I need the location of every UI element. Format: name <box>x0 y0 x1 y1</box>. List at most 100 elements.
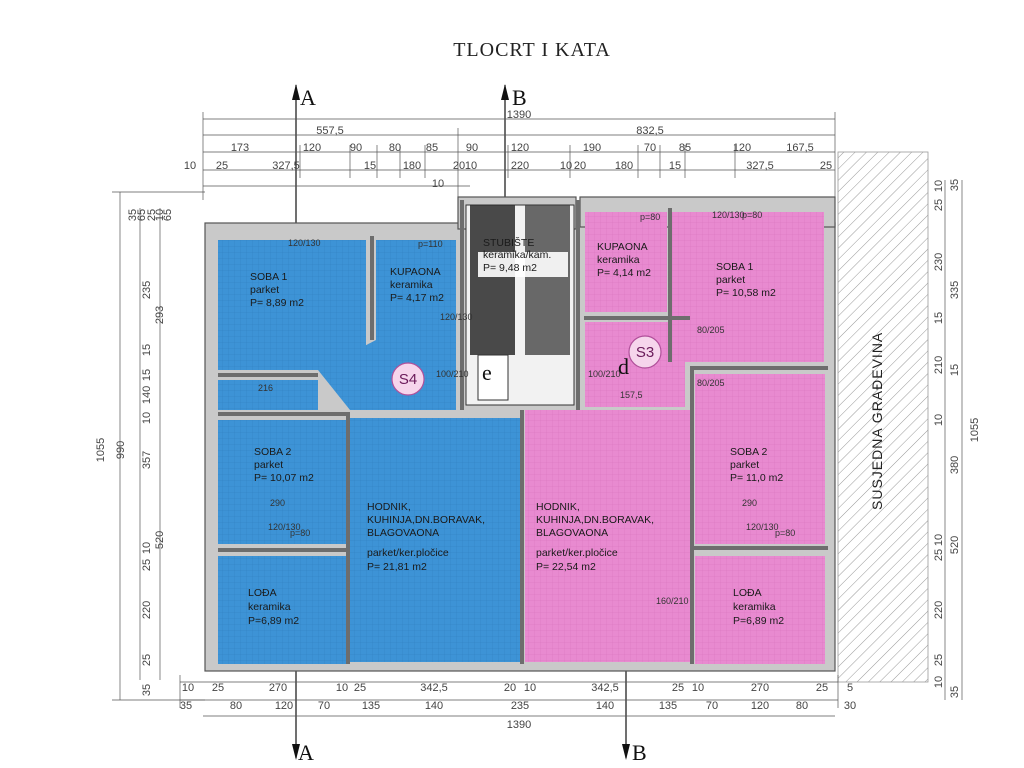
right-dimension-labels: 35 10 25 230 335 15 210 15 10 380 1055 1… <box>933 179 981 698</box>
svg-text:35: 35 <box>141 684 153 696</box>
svg-text:25: 25 <box>672 682 684 694</box>
svg-text:342,5: 342,5 <box>591 682 619 694</box>
svg-text:35: 35 <box>180 700 192 712</box>
svg-text:p=80: p=80 <box>290 528 310 538</box>
room-kupaona-right <box>585 212 667 312</box>
unit-badge-s4: S4 <box>391 362 425 396</box>
svg-text:p=80: p=80 <box>742 210 762 220</box>
svg-text:90: 90 <box>466 142 478 154</box>
svg-text:20: 20 <box>453 160 465 172</box>
svg-text:keramika: keramika <box>733 601 776 613</box>
door-window-annotations: 216 290 290 157,5 p=80 p=80 p=80 p=80 p=… <box>258 210 795 606</box>
svg-text:25: 25 <box>212 682 224 694</box>
svg-text:10: 10 <box>560 160 572 172</box>
room-label-soba1-left: SOBA 1 parket P= 8,89 m2 <box>250 271 304 309</box>
svg-text:832,5: 832,5 <box>636 125 664 137</box>
svg-text:B: B <box>632 740 647 765</box>
svg-text:A: A <box>298 740 314 765</box>
svg-text:520: 520 <box>949 536 961 554</box>
svg-text:P=6,89 m2: P=6,89 m2 <box>733 615 784 627</box>
svg-text:335: 335 <box>949 281 961 299</box>
svg-text:P= 4,14 m2: P= 4,14 m2 <box>597 267 651 279</box>
svg-text:SOBA 1: SOBA 1 <box>250 271 288 283</box>
room-label-soba2-left: SOBA 2 parket P= 10,07 m2 <box>254 446 314 484</box>
marker-d: d <box>618 354 629 379</box>
room-soba1-left <box>218 240 366 370</box>
svg-text:380: 380 <box>949 456 961 474</box>
svg-text:SOBA 1: SOBA 1 <box>716 261 754 273</box>
svg-text:HODNIK,: HODNIK, <box>536 501 580 513</box>
svg-text:A: A <box>300 85 316 110</box>
room-loggia-right <box>695 556 825 664</box>
svg-text:P= 21,81 m2: P= 21,81 m2 <box>367 561 427 573</box>
svg-text:15: 15 <box>141 369 153 381</box>
svg-text:10: 10 <box>933 414 945 426</box>
svg-text:25: 25 <box>216 160 228 172</box>
svg-text:100/210: 100/210 <box>436 369 469 379</box>
svg-text:100/210: 100/210 <box>588 369 621 379</box>
svg-text:15: 15 <box>141 344 153 356</box>
svg-text:25: 25 <box>141 559 153 571</box>
room-label-living-left: HODNIK, KUHINJA,DN.BORAVAK, BLAGOVAONA p… <box>367 501 485 573</box>
svg-text:BLAGOVAONA: BLAGOVAONA <box>536 527 608 539</box>
interior-walls <box>218 200 828 664</box>
svg-text:120: 120 <box>511 142 529 154</box>
svg-text:220: 220 <box>511 160 529 172</box>
room-label-soba2-right: SOBA 2 parket P= 11,0 m2 <box>730 446 783 484</box>
svg-text:80: 80 <box>796 700 808 712</box>
section-a-top: A <box>292 84 316 230</box>
svg-text:15: 15 <box>949 364 961 376</box>
plan-title: TLOCRT I KATA <box>453 39 611 61</box>
svg-text:P= 11,0 m2: P= 11,0 m2 <box>730 472 783 484</box>
svg-text:25: 25 <box>141 654 153 666</box>
svg-text:keramika: keramika <box>597 254 640 266</box>
svg-text:210: 210 <box>933 356 945 374</box>
svg-text:80/205: 80/205 <box>697 378 725 388</box>
svg-text:357: 357 <box>141 451 153 469</box>
svg-text:216: 216 <box>258 383 273 393</box>
svg-text:P= 10,07 m2: P= 10,07 m2 <box>254 472 314 484</box>
svg-text:25: 25 <box>933 654 945 666</box>
unit-s4 <box>218 240 520 664</box>
room-hall-left-connector <box>218 380 318 410</box>
marker-e: e <box>482 360 492 385</box>
svg-text:keramika: keramika <box>248 601 291 613</box>
svg-text:270: 270 <box>751 682 769 694</box>
svg-text:KUHINJA,DN.BORAVAK,: KUHINJA,DN.BORAVAK, <box>536 514 654 526</box>
svg-text:120/130: 120/130 <box>268 522 301 532</box>
room-label-loggia-right: LOĐA keramika P=6,89 m2 <box>733 587 784 627</box>
svg-text:parket/ker.pločice: parket/ker.pločice <box>536 547 618 559</box>
left-dimension-labels: 35 65 25 10 65 235 293 15 15 140 10 357 … <box>95 209 174 696</box>
svg-text:10: 10 <box>524 682 536 694</box>
svg-text:S4: S4 <box>399 371 417 388</box>
room-label-kupaona-left: KUPAONA keramika P= 4,17 m2 <box>390 266 444 304</box>
svg-text:120/130: 120/130 <box>746 522 779 532</box>
unit-s3 <box>525 212 825 664</box>
svg-text:keramika/kam.: keramika/kam. <box>483 249 551 261</box>
svg-text:70: 70 <box>644 142 656 154</box>
room-label-soba1-right: SOBA 1 parket P= 10,58 m2 <box>716 261 776 299</box>
svg-text:70: 70 <box>318 700 330 712</box>
svg-text:SOBA 2: SOBA 2 <box>730 446 768 458</box>
svg-text:parket: parket <box>254 459 283 471</box>
svg-text:270: 270 <box>269 682 287 694</box>
room-soba1-right <box>672 212 824 362</box>
svg-text:235: 235 <box>511 700 529 712</box>
svg-text:120/130: 120/130 <box>440 312 473 322</box>
svg-text:STUBIŠTE: STUBIŠTE <box>483 236 534 249</box>
svg-text:B: B <box>512 85 527 110</box>
svg-text:235: 235 <box>141 281 153 299</box>
svg-text:S3: S3 <box>636 344 654 361</box>
svg-text:15: 15 <box>364 160 376 172</box>
svg-text:10: 10 <box>933 534 945 546</box>
svg-text:p=110: p=110 <box>418 239 443 249</box>
svg-text:327,5: 327,5 <box>272 160 300 172</box>
room-label-loggia-left: LOĐA keramika P=6,89 m2 <box>248 587 299 627</box>
neighbor-building <box>837 151 929 683</box>
svg-text:KUPAONA: KUPAONA <box>597 241 648 253</box>
svg-text:25: 25 <box>146 209 158 221</box>
svg-text:10: 10 <box>336 682 348 694</box>
svg-text:230: 230 <box>933 253 945 271</box>
right-dimensions <box>944 180 963 700</box>
